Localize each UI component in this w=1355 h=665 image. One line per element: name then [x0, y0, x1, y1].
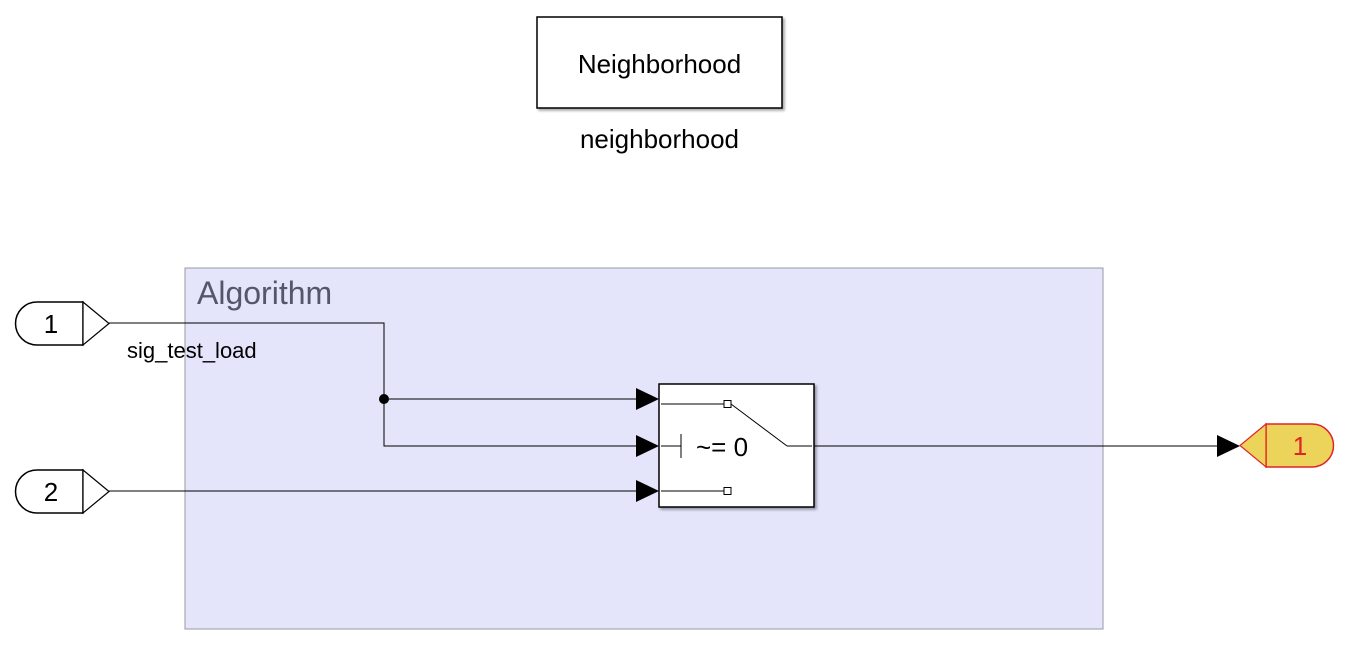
arrowheads — [636, 388, 1240, 502]
outport-1-shape[interactable] — [1265, 423, 1335, 468]
arrowhead-switch-input-2 — [636, 435, 659, 457]
neighborhood-block-text: Neighborhood — [578, 49, 741, 79]
inport-2[interactable]: 2 — [14, 468, 110, 515]
branch-point — [379, 394, 389, 404]
signal-line-branch-control[interactable] — [383, 399, 637, 447]
switch-icon — [661, 400, 812, 495]
neighborhood-subsystem-block[interactable]: Neighborhood — [536, 16, 783, 109]
arrowhead-outport — [1217, 435, 1240, 457]
inport-2-port-arrow — [82, 468, 110, 515]
inport-1-number: 1 — [44, 309, 58, 339]
switch-block[interactable]: ~= 0 — [658, 383, 815, 508]
signal-line-inport-1[interactable] — [109, 322, 637, 400]
arrowhead-switch-input-3 — [636, 480, 659, 502]
outport-1-port-arrow — [1239, 422, 1267, 469]
inport-1[interactable]: 1 — [14, 300, 110, 347]
inport-2-number: 2 — [44, 477, 58, 507]
signal-lines — [109, 322, 1218, 492]
neighborhood-block-box[interactable] — [536, 16, 783, 109]
inport-2-shape[interactable] — [14, 469, 84, 514]
algorithm-area-title: Algorithm — [197, 275, 332, 311]
outport-1[interactable]: 1 — [1239, 422, 1335, 469]
inport-1-port-arrow — [82, 300, 110, 347]
inport-1-signal-label: sig_test_load — [127, 338, 257, 363]
neighborhood-block-name: neighborhood — [580, 124, 739, 154]
outport-1-number: 1 — [1293, 431, 1307, 461]
switch-criteria-text: ~= 0 — [696, 432, 748, 462]
arrowhead-switch-input-1 — [636, 388, 659, 410]
inport-1-shape[interactable] — [14, 301, 84, 346]
